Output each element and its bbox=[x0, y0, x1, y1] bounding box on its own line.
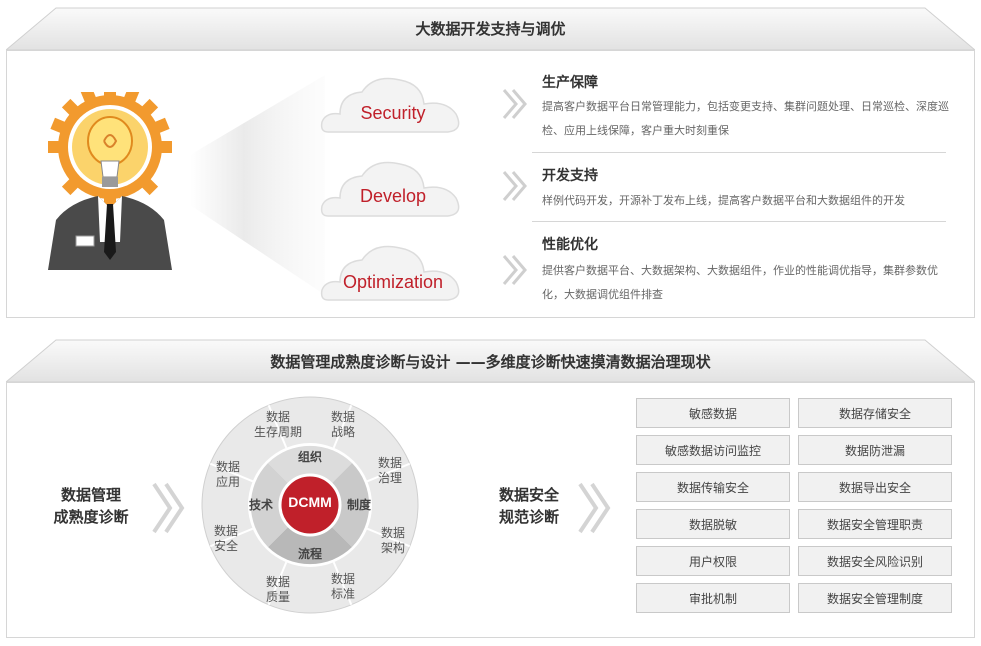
dcmm-inner-left: 技术 bbox=[248, 498, 273, 512]
item-desc-production: 提高客户数据平台日常管理能力，包括变更支持、集群问题处理、日常巡检、深度巡检、应… bbox=[542, 100, 949, 137]
security-spec-label-line2: 规范诊断 bbox=[498, 508, 559, 526]
cloud-icon-optimization bbox=[320, 245, 460, 301]
dcmm-outer-security-l2: 安全 bbox=[213, 539, 238, 553]
dcmm-outer-strategy-l1: 数据 bbox=[330, 410, 355, 424]
dcmm-outer-security-l1: 数据 bbox=[213, 524, 238, 538]
divider bbox=[532, 152, 946, 153]
security-spec-label-line1: 数据安全 bbox=[498, 486, 559, 504]
dcmm-outer-governance: 数据 治理 bbox=[360, 456, 420, 486]
chevron-right-icon bbox=[578, 482, 611, 534]
section1-panel bbox=[6, 50, 975, 318]
dcmm-outer-lifecycle: 数据 生存周期 bbox=[248, 410, 308, 440]
grid-cell: 数据导出安全 bbox=[798, 472, 952, 502]
maturity-label: 数据管理 成熟度诊断 bbox=[36, 484, 146, 528]
dcmm-outer-application-l1: 数据 bbox=[215, 460, 240, 474]
cloud-label-security: Security bbox=[360, 103, 426, 123]
section2-header: 数据管理成熟度诊断与设计 ——多维度诊断快速摸清数据治理现状 bbox=[6, 338, 975, 382]
dcmm-inner-right: 制度 bbox=[346, 498, 371, 512]
dcmm-outer-architecture-l1: 数据 bbox=[380, 526, 405, 540]
dcmm-outer-architecture: 数据 架构 bbox=[363, 526, 423, 556]
grid-cell: 数据安全管理职责 bbox=[798, 509, 952, 539]
grid-cell: 数据存储安全 bbox=[798, 398, 952, 428]
grid-cell: 用户权限 bbox=[636, 546, 790, 576]
dcmm-inner-top: 组织 bbox=[297, 450, 322, 464]
maturity-label-line2: 成熟度诊断 bbox=[53, 508, 129, 526]
chevron-right-icon bbox=[502, 255, 527, 285]
grid-cell: 数据传输安全 bbox=[636, 472, 790, 502]
cloud-icon-security bbox=[320, 77, 460, 133]
grid-cell: 数据安全风险识别 bbox=[798, 546, 952, 576]
section2-header-shape bbox=[6, 339, 975, 382]
chevron-right-icon bbox=[502, 171, 527, 201]
security-spec-label: 数据安全 规范诊断 bbox=[474, 484, 584, 528]
maturity-label-line1: 数据管理 bbox=[60, 486, 121, 504]
dcmm-outer-security: 数据 安全 bbox=[196, 524, 256, 554]
dcmm-outer-architecture-l2: 架构 bbox=[380, 541, 405, 555]
dcmm-outer-quality-l1: 数据 bbox=[265, 575, 290, 589]
section1-title: 大数据开发支持与调优 bbox=[415, 20, 566, 38]
grid-cell: 敏感数据访问监控 bbox=[636, 435, 790, 465]
section1-header-shape bbox=[6, 7, 975, 50]
cloud-label-develop: Develop bbox=[359, 186, 427, 206]
dcmm-outer-application-l2: 应用 bbox=[215, 475, 240, 489]
item-title-performance: 性能优化 bbox=[542, 237, 598, 253]
dcmm-outer-quality: 数据 质量 bbox=[248, 575, 308, 605]
dcmm-outer-strategy: 数据 战略 bbox=[313, 410, 373, 440]
dcmm-outer-application: 数据 应用 bbox=[198, 460, 258, 490]
dcmm-outer-quality-l2: 质量 bbox=[265, 590, 290, 604]
dcmm-inner-bottom: 流程 bbox=[297, 547, 322, 561]
grid-cell: 数据脱敏 bbox=[636, 509, 790, 539]
section1-header: 大数据开发支持与调优 bbox=[6, 6, 975, 50]
grid-cell: 数据安全管理制度 bbox=[798, 583, 952, 613]
cloud-label-optimization: Optimization bbox=[342, 272, 444, 292]
grid-cell: 审批机制 bbox=[636, 583, 790, 613]
dcmm-center-label: DCMM bbox=[288, 494, 332, 510]
grid-cell: 敏感数据 bbox=[636, 398, 790, 428]
item-desc-performance: 提供客户数据平台、大数据架构、大数据组件，作业的性能调优指导，集群参数优化，大数… bbox=[542, 264, 938, 301]
item-title-develop: 开发支持 bbox=[542, 168, 598, 184]
dcmm-outer-governance-l2: 治理 bbox=[377, 471, 402, 485]
chevron-right-icon bbox=[152, 482, 185, 534]
dcmm-outer-standard: 数据 标准 bbox=[313, 572, 373, 602]
section2-title: 数据管理成熟度诊断与设计 ——多维度诊断快速摸清数据治理现状 bbox=[270, 353, 711, 371]
item-title-production: 生产保障 bbox=[542, 75, 598, 91]
cloud-icon-develop bbox=[320, 161, 460, 217]
light-beam bbox=[190, 75, 325, 295]
dcmm-outer-strategy-l2: 战略 bbox=[330, 425, 355, 439]
grid-cell: 数据防泄漏 bbox=[798, 435, 952, 465]
dcmm-outer-lifecycle-l1: 数据 bbox=[265, 410, 290, 424]
divider bbox=[532, 221, 946, 222]
dcmm-wheel bbox=[201, 396, 419, 614]
dcmm-outer-standard-l1: 数据 bbox=[330, 572, 355, 586]
item-desc-develop: 样例代码开发，开源补丁发布上线，提高客户数据平台和大数据组件的开发 bbox=[542, 194, 905, 207]
dcmm-outer-lifecycle-l2: 生存周期 bbox=[253, 425, 302, 439]
chevron-right-icon bbox=[502, 89, 527, 119]
lightbulb-person-icon bbox=[48, 92, 172, 270]
dcmm-outer-governance-l1: 数据 bbox=[377, 456, 402, 470]
dcmm-outer-standard-l2: 标准 bbox=[330, 587, 355, 601]
